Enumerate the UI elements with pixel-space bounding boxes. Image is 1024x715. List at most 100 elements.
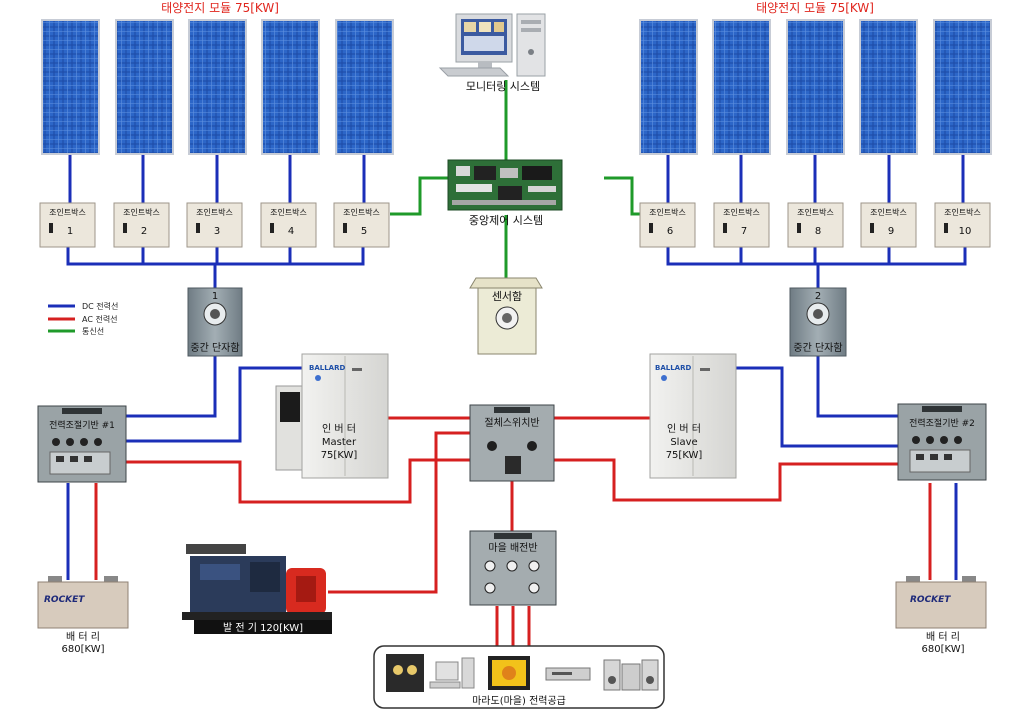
solar-panel-icon bbox=[712, 19, 771, 155]
solar-panel-icon bbox=[786, 19, 845, 155]
power-panel-1: 전력조절기반 #1 bbox=[37, 405, 127, 483]
sensor-box: 센서함 bbox=[469, 277, 543, 355]
switch-icon bbox=[944, 223, 948, 233]
legend: DC 전력선 AC 전력선 통신선 bbox=[48, 301, 118, 336]
transfer-switch-label: 절체스위치반 bbox=[484, 416, 539, 429]
junction-box-number: 5 bbox=[361, 226, 367, 237]
monitoring-system: 모니터링 시스템 bbox=[438, 13, 546, 93]
battery-2-brand: ROCKET bbox=[910, 595, 951, 605]
village-supply: 마라도(마을) 전력공급 bbox=[373, 645, 665, 709]
battery-1: ROCKET 배 터 리 680[KW] bbox=[37, 576, 129, 655]
switch-icon bbox=[196, 223, 200, 233]
inverter-slave-rating: 75[KW] bbox=[666, 450, 703, 461]
solar-panel-icon bbox=[261, 19, 320, 155]
switch-icon bbox=[723, 223, 727, 233]
generator-label-bg bbox=[194, 620, 332, 634]
tv-icon bbox=[488, 656, 530, 690]
switch-icon bbox=[123, 223, 127, 233]
ac-wires bbox=[94, 416, 932, 648]
village-panel: 마을 배전반 bbox=[469, 530, 557, 606]
junction-box: 조인트박스 1 bbox=[39, 202, 96, 248]
monitoring-label: 모니터링 시스템 bbox=[466, 80, 540, 93]
junction-box-label: 조인트박스 bbox=[196, 207, 233, 217]
switch-icon bbox=[270, 223, 274, 233]
switch-icon bbox=[649, 223, 653, 233]
inverter-master-rating: 75[KW] bbox=[321, 450, 358, 461]
transfer-switch-panel: 절체스위치반 bbox=[469, 404, 555, 482]
solar-panels-left bbox=[41, 19, 394, 155]
switch-icon bbox=[797, 223, 801, 233]
power-panel-1-label: 전력조절기반 #1 bbox=[49, 419, 115, 431]
battery-1-brand: ROCKET bbox=[44, 595, 85, 605]
inverter-slave: BALLARD 인 버 터 Slave 75[KW] bbox=[649, 353, 737, 479]
battery-1-capacity: 680[KW] bbox=[62, 644, 105, 655]
junction-boxes: 조인트박스1조인트박스2조인트박스3조인트박스4조인트박스5조인트박스6조인트박… bbox=[39, 202, 991, 248]
intermediate-1-label: 중간 단자함 bbox=[190, 342, 239, 354]
solar-panel-icon bbox=[859, 19, 918, 155]
junction-box-number: 8 bbox=[815, 226, 821, 237]
generator: 발 전 기 120[KW] bbox=[182, 544, 332, 634]
intermediate-box-1: 1 중간 단자함 bbox=[187, 287, 243, 357]
inverter-slave-role: Slave bbox=[670, 437, 697, 448]
junction-box-label: 조인트박스 bbox=[343, 207, 380, 217]
central-control-system: 중앙제어 시스템 bbox=[447, 159, 563, 227]
sensor-label: 센서함 bbox=[492, 290, 522, 303]
circuit-board-icon bbox=[447, 159, 563, 211]
village-panel-label: 마을 배전반 bbox=[488, 542, 537, 554]
junction-box: 조인트박스 2 bbox=[113, 202, 170, 248]
switch-icon bbox=[49, 223, 53, 233]
comm-wires bbox=[390, 80, 640, 278]
dc-wires bbox=[66, 152, 967, 580]
supply-label: 마라도(마을) 전력공급 bbox=[472, 695, 566, 707]
junction-box-number: 3 bbox=[214, 226, 220, 237]
computer-icon bbox=[429, 657, 475, 689]
legend-comm-label: 통신선 bbox=[82, 327, 104, 336]
junction-box: 조인트박스 5 bbox=[333, 202, 390, 248]
generator-icon bbox=[182, 544, 332, 620]
solar-panels-right bbox=[639, 19, 992, 155]
junction-box-number: 7 bbox=[741, 226, 747, 237]
junction-box-label: 조인트박스 bbox=[123, 207, 160, 217]
power-panel-2: 전력조절기반 #2 bbox=[897, 403, 987, 481]
inverter-slave-title: 인 버 터 bbox=[667, 423, 701, 435]
junction-box: 조인트박스 8 bbox=[787, 202, 844, 248]
legend-ac-label: AC 전력선 bbox=[82, 314, 118, 324]
switch-icon bbox=[870, 223, 874, 233]
junction-box-label: 조인트박스 bbox=[870, 207, 907, 217]
power-panel-2-label: 전력조절기반 #2 bbox=[909, 417, 975, 429]
battery-2-label: 배 터 리 bbox=[926, 631, 960, 643]
intermediate-2-number: 2 bbox=[815, 291, 821, 302]
generator-label: 발 전 기 120[KW] bbox=[223, 622, 303, 634]
solar-panel-icon bbox=[933, 19, 992, 155]
junction-box-label: 조인트박스 bbox=[797, 207, 834, 217]
left-array-title: 태양전지 모듈 75[KW] bbox=[161, 1, 279, 15]
junction-box-number: 10 bbox=[959, 226, 972, 237]
inverter-master-brand: BALLARD bbox=[309, 364, 345, 372]
intermediate-box-2: 2 중간 단자함 bbox=[789, 287, 847, 357]
solar-panel-icon bbox=[188, 19, 247, 155]
junction-box-number: 1 bbox=[67, 226, 73, 237]
audio-system-icon bbox=[603, 659, 659, 691]
switch-icon bbox=[343, 223, 347, 233]
legend-dc-label: DC 전력선 bbox=[82, 301, 118, 311]
junction-box-number: 2 bbox=[141, 226, 147, 237]
intermediate-1-number: 1 bbox=[212, 291, 218, 302]
right-array-title: 태양전지 모듈 75[KW] bbox=[756, 1, 874, 15]
dvd-player-icon bbox=[545, 667, 591, 681]
central-label: 중앙제어 시스템 bbox=[469, 214, 543, 227]
junction-box-label: 조인트박스 bbox=[49, 207, 86, 217]
junction-box-label: 조인트박스 bbox=[270, 207, 307, 217]
intermediate-2-label: 중간 단자함 bbox=[793, 342, 842, 354]
inverter-master: BALLARD 인 버 터 Master 75[KW] bbox=[275, 353, 389, 479]
battery-2-capacity: 680[KW] bbox=[922, 644, 965, 655]
solar-panel-icon bbox=[639, 19, 698, 155]
junction-box-label: 조인트박스 bbox=[944, 207, 981, 217]
junction-box: 조인트박스 3 bbox=[186, 202, 243, 248]
junction-box-label: 조인트박스 bbox=[723, 207, 760, 217]
lamp-icon bbox=[386, 654, 424, 692]
